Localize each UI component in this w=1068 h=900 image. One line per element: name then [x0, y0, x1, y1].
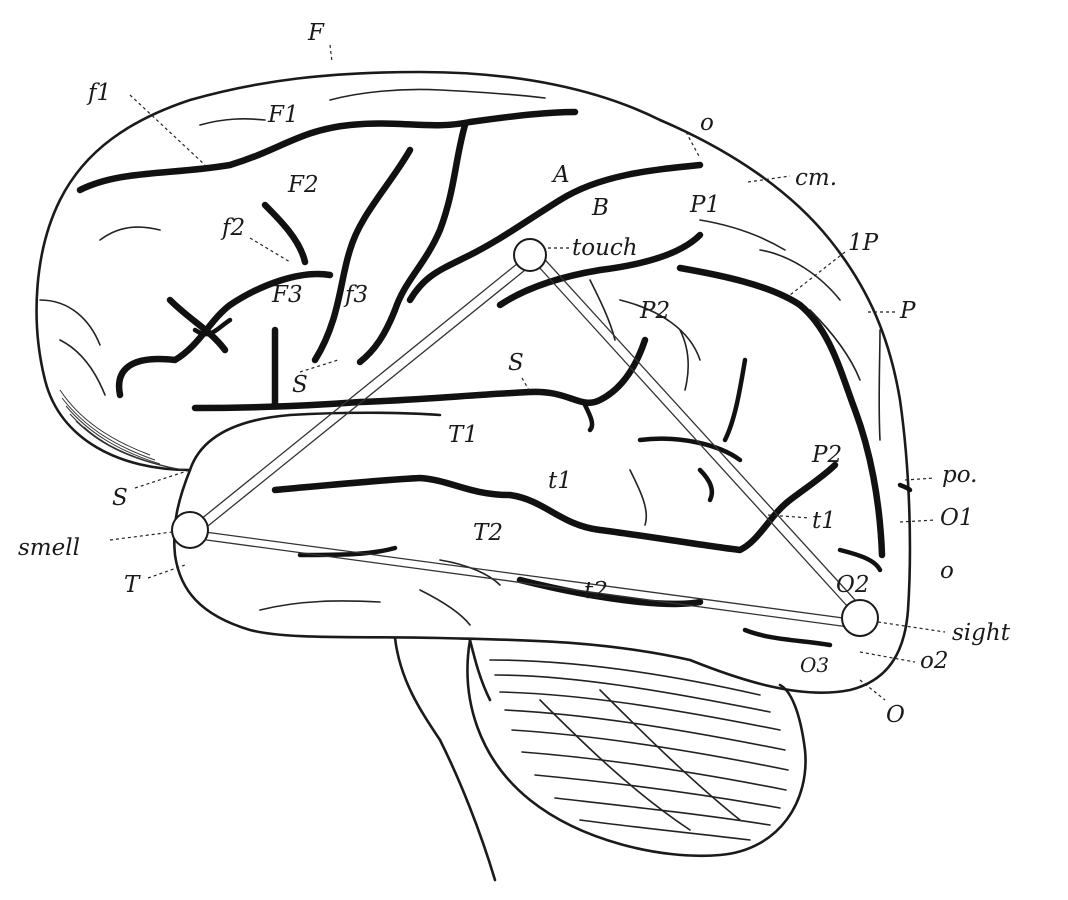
label-O3: O3: [800, 653, 829, 677]
label-S-mid: S: [508, 350, 524, 376]
label-P: P: [899, 298, 916, 324]
label-F3: F3: [271, 282, 303, 308]
leader-lines: [109, 44, 946, 701]
label-F: F: [307, 20, 325, 46]
convolutions: [39, 88, 881, 626]
label-f1: f1: [86, 80, 111, 106]
label-f2: f2: [220, 215, 245, 241]
frontal-hatching: [59, 389, 185, 471]
sensory-centers: [171, 238, 879, 637]
label-t1-b: t1: [812, 508, 836, 534]
label-1P: 1P: [848, 230, 879, 256]
label-O1: O1: [940, 505, 974, 531]
label-F1: F1: [267, 102, 299, 128]
label-o-right: o: [940, 558, 954, 584]
label-t1-a: t1: [548, 468, 572, 494]
brain-stem: [393, 636, 497, 882]
sensory-triangle: [189, 251, 867, 629]
label-T1: T1: [448, 422, 478, 448]
label-O: O: [886, 702, 905, 728]
label-smell: smell: [18, 535, 80, 561]
label-P2-lower: P2: [811, 442, 842, 468]
brain-outline: [35, 70, 912, 694]
label-B: B: [591, 195, 609, 221]
label-A: A: [551, 162, 570, 188]
label-po: po.: [942, 462, 977, 488]
label-P2-upper: P2: [639, 298, 670, 324]
label-t2: t2: [584, 578, 608, 604]
label-O2: O2: [836, 572, 870, 598]
smell-center: [171, 511, 209, 549]
label-sight: sight: [952, 620, 1011, 646]
label-P1: P1: [689, 192, 720, 218]
label-F2: F2: [287, 172, 319, 198]
label-S-lower: S: [112, 485, 128, 511]
sight-center: [841, 599, 879, 637]
label-cm: cm.: [795, 165, 837, 191]
cerebellum: [466, 638, 807, 857]
label-f3: f3: [343, 282, 368, 308]
label-T: T: [124, 572, 141, 598]
sulci: [76, 108, 913, 648]
label-touch: touch: [572, 235, 638, 261]
label-S-frontal: S: [292, 372, 308, 398]
label-T2: T2: [473, 520, 503, 546]
label-o2: o2: [920, 648, 948, 674]
labels: F f1 F1 F2 f2 F3 f3 S S S o cm. A B P1 t…: [18, 20, 1011, 728]
label-o-top: o: [700, 110, 714, 136]
touch-center: [513, 238, 547, 272]
